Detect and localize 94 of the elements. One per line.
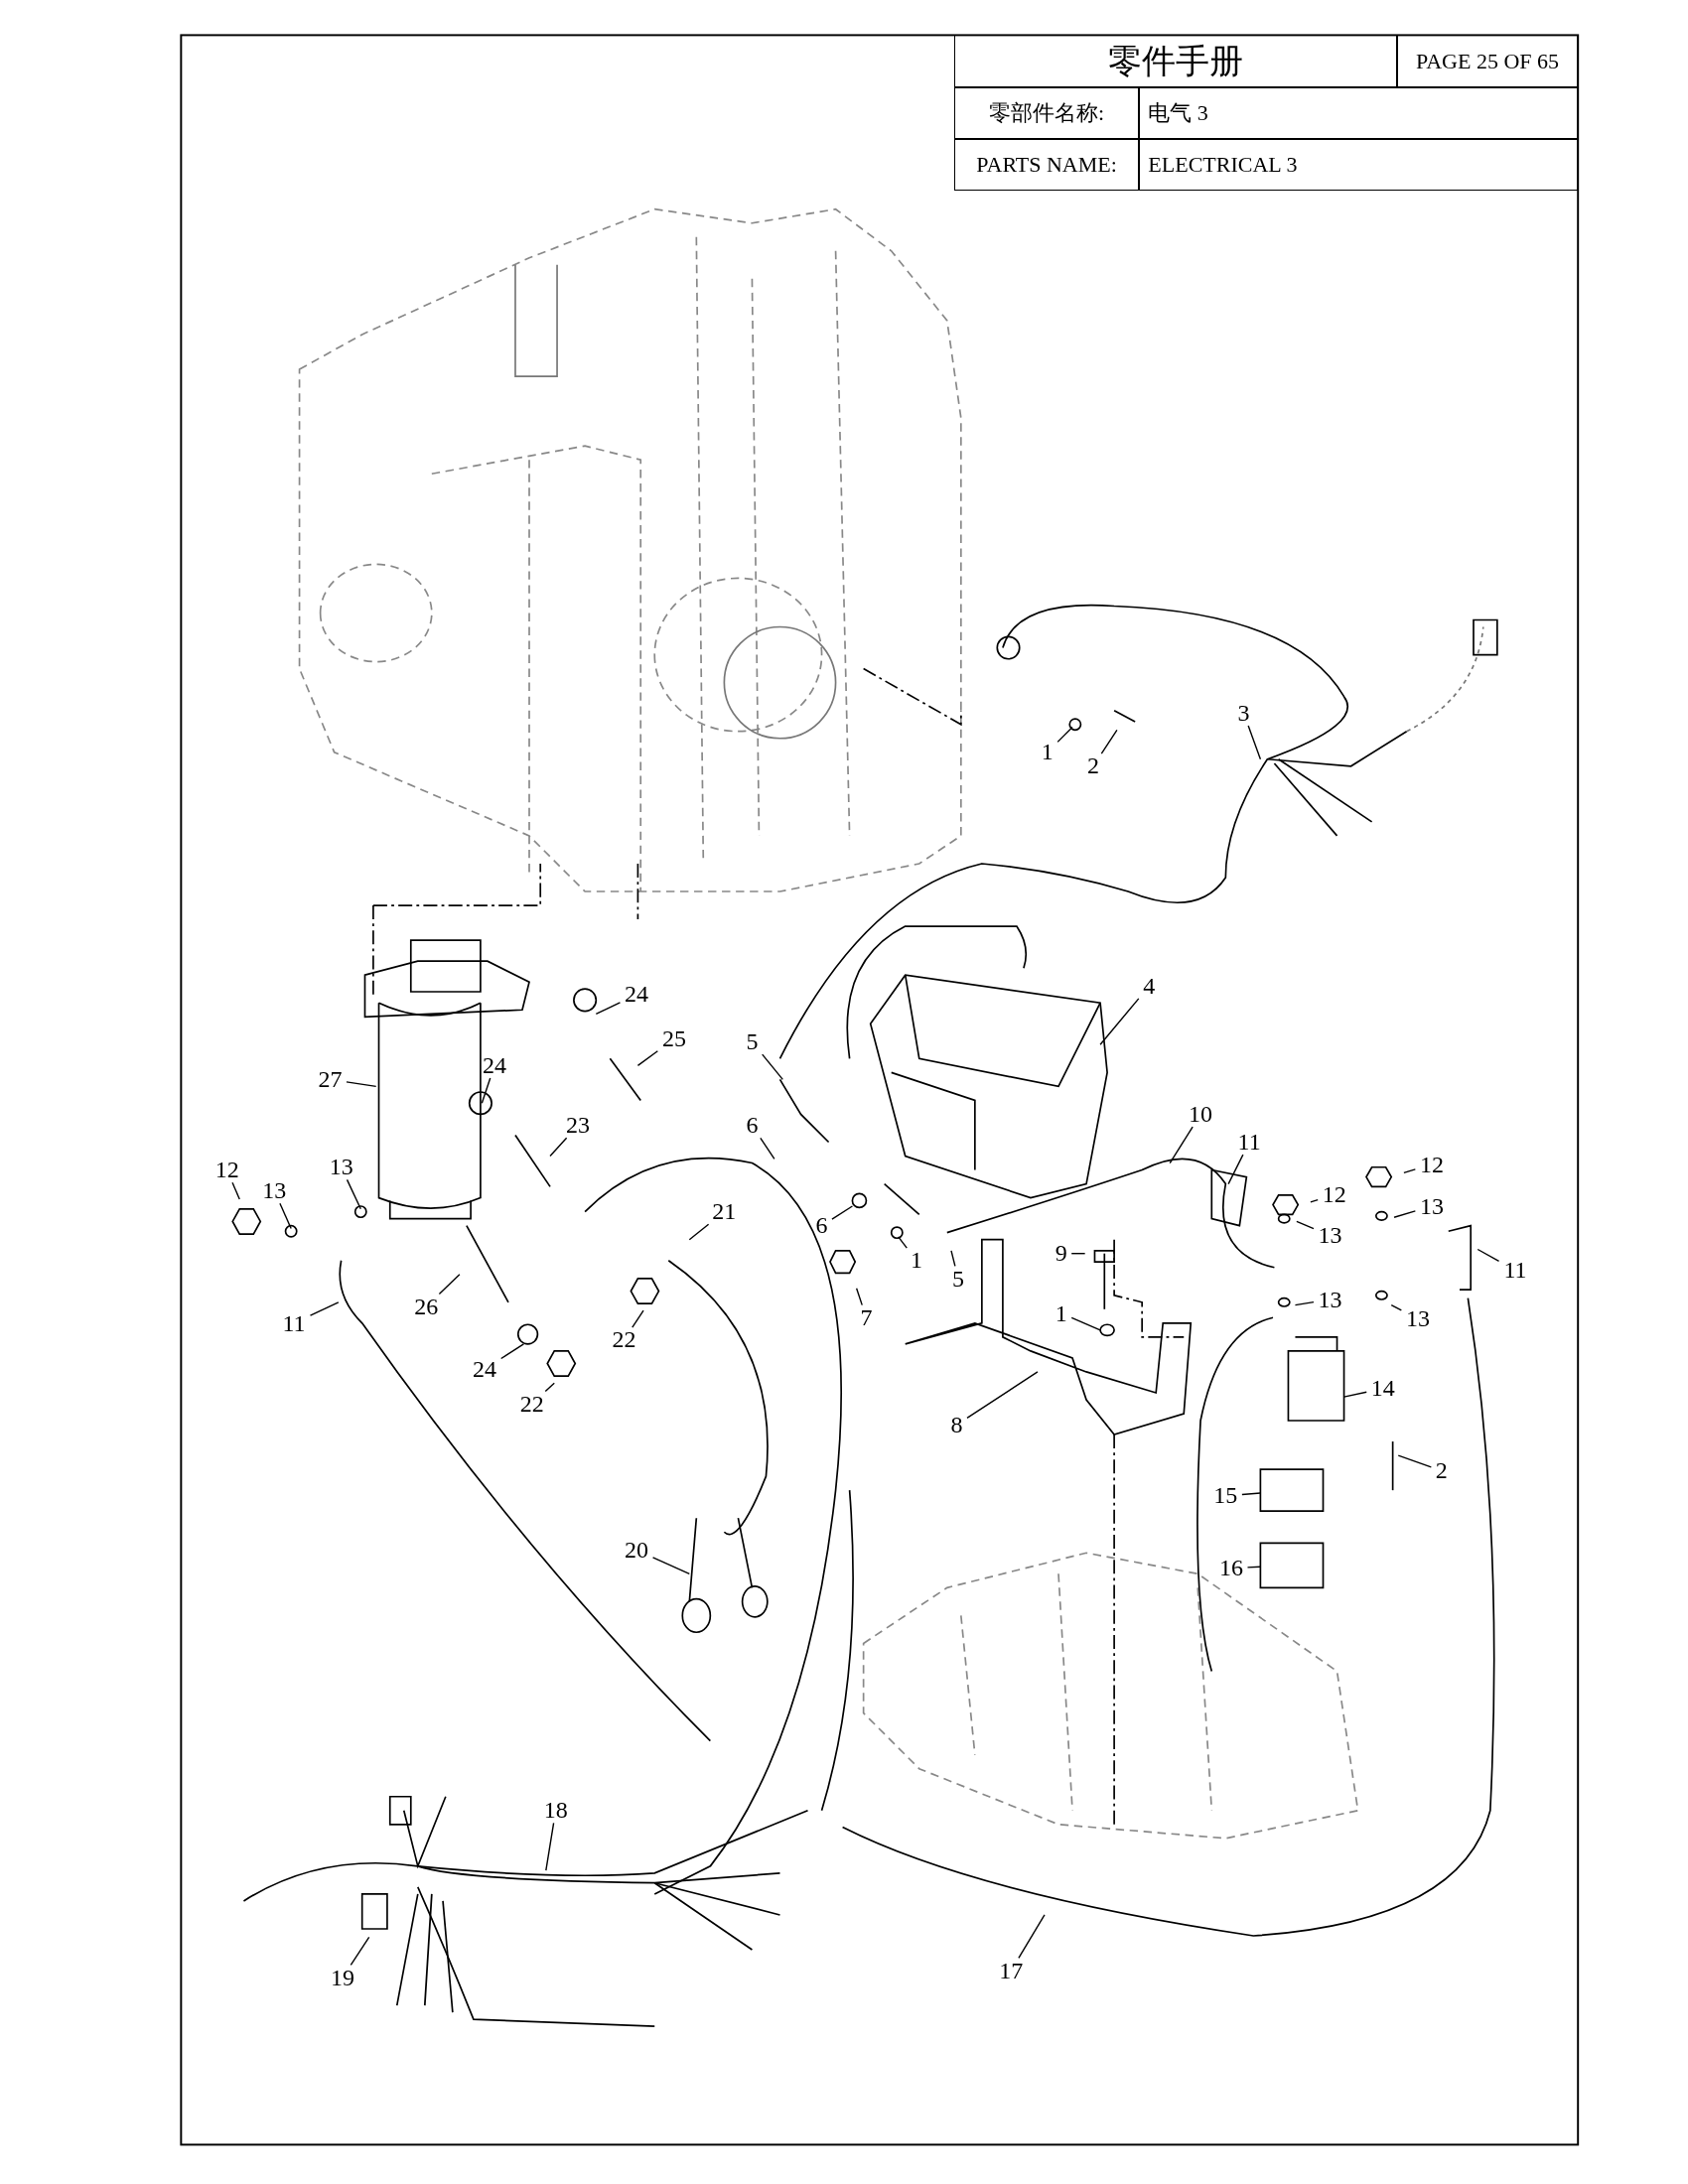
leader-line <box>1100 729 1118 754</box>
callout-number: 11 <box>1237 1130 1261 1155</box>
field-value-cell: ELECTRICAL 3 <box>1139 139 1579 192</box>
leader-line <box>636 1050 659 1067</box>
leader-line <box>545 1822 555 1871</box>
leader-line <box>1397 1454 1433 1468</box>
title-cell: 零件手册 <box>953 35 1397 88</box>
callout-number: 13 <box>1318 1287 1342 1311</box>
callout-number: 1 <box>910 1248 922 1273</box>
page-number-cell: PAGE 25 OF 65 <box>1396 35 1579 88</box>
callout-number: 17 <box>999 1958 1024 1982</box>
callout-number: 9 <box>1055 1241 1067 1266</box>
leader-line <box>279 1202 292 1230</box>
leader-line <box>1296 1220 1315 1230</box>
leader-line <box>549 1137 568 1158</box>
callout-number: 24 <box>482 1053 506 1077</box>
leader-line <box>309 1301 340 1316</box>
leader-line <box>651 1557 690 1574</box>
leader-line <box>231 1181 240 1200</box>
field-label-cell: 零部件名称: <box>953 87 1140 140</box>
callout-number: 16 <box>1218 1556 1243 1580</box>
leader-line <box>438 1274 461 1296</box>
leader-line <box>1241 1492 1262 1496</box>
leader-line <box>688 1223 710 1241</box>
leader-line <box>499 1343 525 1360</box>
callout-number: 6 <box>746 1113 759 1138</box>
callout-number: 18 <box>543 1798 568 1823</box>
callout-number: 22 <box>519 1391 544 1416</box>
callout-number: 1 <box>1055 1300 1067 1325</box>
field-label-cell: PARTS NAME: <box>953 139 1140 192</box>
leader-line <box>544 1382 555 1393</box>
leader-line <box>346 1081 377 1088</box>
callout-number: 12 <box>1419 1152 1444 1176</box>
leader-line <box>762 1053 783 1081</box>
leader-line <box>1169 1126 1194 1164</box>
callout-number: 7 <box>860 1304 873 1329</box>
callout-number: 1 <box>1041 740 1054 764</box>
leader-line <box>966 1371 1039 1420</box>
leader-line <box>855 1288 863 1306</box>
callout-number: 24 <box>473 1356 497 1381</box>
callout-number: 20 <box>625 1538 648 1563</box>
callout-number: 13 <box>329 1155 353 1179</box>
leader-line <box>1393 1210 1417 1218</box>
callout-number: 6 <box>815 1213 828 1238</box>
callout-number: 2 <box>1087 753 1100 778</box>
callout-number: 3 <box>1237 701 1250 726</box>
callout-number: 13 <box>1405 1306 1430 1331</box>
callout-number: 27 <box>318 1067 343 1092</box>
callout-number: 24 <box>625 982 648 1007</box>
leader-line <box>1070 1253 1086 1255</box>
leader-line <box>1227 1154 1244 1185</box>
callout-number: 13 <box>1419 1193 1444 1218</box>
leader-line <box>1247 725 1262 760</box>
callout-number: 23 <box>566 1113 591 1138</box>
field-value-cell: 电气 3 <box>1139 87 1579 140</box>
leader-line <box>1310 1198 1319 1203</box>
leader-line <box>1099 998 1140 1045</box>
callout-number: 5 <box>746 1029 759 1054</box>
callout-number: 22 <box>612 1327 636 1352</box>
leader-line <box>481 1077 492 1104</box>
callout-number: 8 <box>950 1412 963 1436</box>
callout-number: 14 <box>1370 1376 1395 1401</box>
leader-line <box>1018 1914 1046 1960</box>
callout-number: 13 <box>262 1178 287 1203</box>
leader-line <box>950 1250 956 1268</box>
leader-line <box>1390 1303 1403 1311</box>
leader-line <box>1342 1391 1367 1398</box>
callout-number: 25 <box>661 1026 686 1051</box>
callout-number: 15 <box>1213 1483 1238 1508</box>
callout-number: 5 <box>952 1266 964 1291</box>
callout-number: 26 <box>414 1294 439 1318</box>
leader-line <box>1246 1566 1262 1569</box>
callout-number: 21 <box>712 1199 737 1224</box>
leader-line <box>760 1137 775 1160</box>
callout-number: 10 <box>1189 1102 1213 1127</box>
callout-number: 11 <box>282 1310 306 1335</box>
leader-line <box>1070 1316 1101 1331</box>
leader-line <box>632 1309 644 1328</box>
callout-number: 12 <box>1322 1182 1346 1207</box>
callout-number: 13 <box>1318 1223 1342 1248</box>
leader-line <box>1056 726 1073 744</box>
callout-number: 2 <box>1435 1458 1448 1483</box>
leader-line <box>350 1936 370 1967</box>
callout-number: 4 <box>1143 974 1156 999</box>
leader-line <box>831 1205 854 1220</box>
callout-number: 19 <box>331 1965 355 1989</box>
leader-line <box>1294 1300 1315 1306</box>
leader-line <box>595 1002 622 1016</box>
callout-number: 12 <box>214 1158 239 1182</box>
leader-line <box>346 1178 361 1210</box>
leader-line <box>1403 1168 1417 1174</box>
leader-line <box>898 1236 908 1249</box>
leader-line <box>1477 1248 1500 1263</box>
callout-number: 11 <box>1503 1258 1527 1283</box>
